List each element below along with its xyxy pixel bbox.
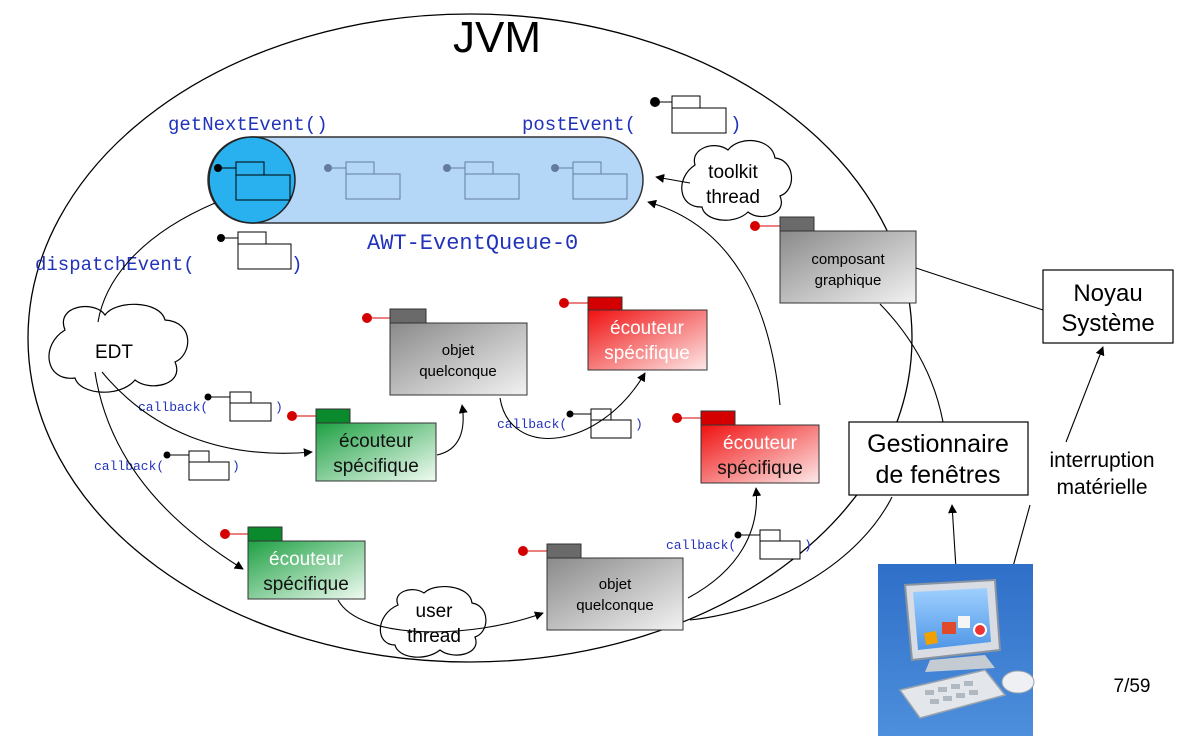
svg-text:objet: objet — [599, 576, 632, 593]
svg-text:graphique: graphique — [815, 272, 882, 289]
svg-text:spécifique: spécifique — [604, 343, 690, 364]
jvm-title: JVM — [453, 13, 541, 62]
svg-text:callback(: callback( — [138, 400, 208, 415]
ecouteur-specifique-green-package: écouteur spécifique — [220, 526, 366, 600]
dispatch-event-label: dispatchEvent( — [35, 254, 195, 276]
toolkit-to-queue-arrow — [655, 173, 691, 184]
queue-head — [208, 136, 296, 224]
svg-text:Noyau: Noyau — [1073, 280, 1142, 307]
objet-to-ecouteur-arrow — [499, 372, 646, 439]
composant-to-gestionnaire-line — [879, 303, 944, 423]
interrupt-to-noyau-arrow — [1065, 346, 1105, 443]
listener-to-queue-arrow — [647, 199, 781, 406]
queue-to-edt-line — [97, 202, 216, 323]
callback-label: callback( ) — [138, 391, 283, 422]
callback-label: callback( ) — [497, 408, 643, 439]
svg-text:Système: Système — [1061, 310, 1154, 337]
svg-text:callback(: callback( — [94, 459, 164, 474]
svg-text:quelconque: quelconque — [576, 597, 654, 614]
event-queue — [207, 136, 644, 224]
edt-cloud: EDT — [48, 303, 189, 393]
svg-text:Gestionnaire: Gestionnaire — [867, 430, 1009, 458]
svg-text:écouteur: écouteur — [339, 431, 414, 452]
svg-text:thread: thread — [407, 626, 461, 647]
svg-text:de fenêtres: de fenêtres — [875, 461, 1000, 489]
svg-text:): ) — [232, 459, 240, 474]
posted-event-icon — [650, 95, 727, 134]
dispatch-event-close: ) — [291, 254, 302, 276]
queue-name-label: AWT-EventQueue-0 — [367, 231, 578, 256]
noyau-systeme-box: Noyau Système — [1042, 269, 1174, 344]
svg-text:): ) — [275, 400, 283, 415]
svg-text:spécifique: spécifique — [717, 458, 803, 479]
composant-graphique-package: composant graphique — [750, 216, 917, 304]
svg-text:): ) — [804, 538, 812, 553]
callback-label: callback( ) — [666, 529, 812, 560]
svg-text:spécifique: spécifique — [263, 574, 349, 595]
svg-text:composant: composant — [811, 251, 885, 268]
toolkit-thread-cloud: toolkit thread — [681, 139, 793, 221]
queued-event-icon — [443, 161, 520, 200]
svg-text:callback(: callback( — [666, 538, 736, 553]
page-number: 7/59 — [1114, 676, 1151, 697]
svg-text:quelconque: quelconque — [419, 363, 497, 380]
user-thread-cloud: user thread — [379, 586, 487, 658]
ecouteur-to-objet-arrow — [337, 599, 544, 633]
queued-event-icon — [324, 161, 401, 200]
objet-quelconque-package: objet quelconque — [518, 543, 684, 631]
callback-label: callback( ) — [94, 450, 240, 481]
queued-event-icon — [551, 161, 628, 200]
objet-quelconque-package: objet quelconque — [362, 308, 528, 396]
gestionnaire-fenetres-box: Gestionnaire de fenêtres — [848, 421, 1029, 496]
svg-text:): ) — [635, 417, 643, 432]
svg-text:callback(: callback( — [497, 417, 567, 432]
ecouteur-specifique-red-package: écouteur spécifique — [559, 296, 708, 371]
get-next-event-label: getNextEvent() — [168, 114, 328, 136]
svg-text:user: user — [416, 601, 454, 622]
queue-head-event-icon — [214, 161, 291, 201]
svg-text:thread: thread — [706, 187, 760, 208]
svg-text:toolkit: toolkit — [708, 162, 758, 183]
svg-text:EDT: EDT — [95, 342, 133, 363]
edt-to-ecouteur-arrow — [94, 371, 244, 570]
post-event-label: postEvent( — [522, 114, 636, 136]
svg-text:écouteur: écouteur — [723, 433, 798, 454]
ecouteur-specifique-red-package: écouteur spécifique — [672, 410, 820, 484]
dispatched-event-icon — [217, 231, 292, 270]
svg-text:matérielle: matérielle — [1056, 476, 1147, 499]
edt-to-ecouteur-arrow — [101, 371, 313, 458]
svg-text:objet: objet — [442, 342, 475, 359]
gestionnaire-to-objet-line — [689, 496, 893, 621]
svg-text:écouteur: écouteur — [610, 318, 685, 339]
svg-text:interruption: interruption — [1049, 449, 1154, 472]
objet-to-ecouteur-arrow — [687, 487, 762, 599]
ecouteur-specifique-green-package: écouteur spécifique — [287, 408, 437, 482]
svg-text:spécifique: spécifique — [333, 456, 419, 477]
post-event-close: ) — [730, 114, 741, 136]
jvm-boundary — [27, 13, 913, 663]
composant-to-noyau-line — [915, 267, 1044, 311]
svg-text:écouteur: écouteur — [269, 549, 344, 570]
computer-icon — [878, 564, 1035, 736]
ecouteur-to-objet-arrow — [436, 404, 468, 456]
interruption-materielle-label: interruption matérielle — [1049, 449, 1154, 499]
